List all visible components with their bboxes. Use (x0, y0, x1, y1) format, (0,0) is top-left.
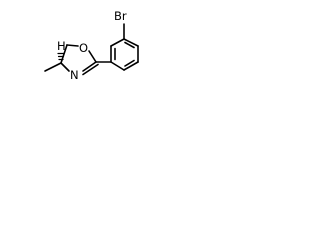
c4-n-bond (60, 62, 70, 72)
bromine-label: Br (114, 9, 127, 23)
benzene-inner-bond-2 (124, 59, 135, 67)
c2-o-bond (88, 50, 97, 63)
nitrogen-label: N (70, 68, 79, 82)
benzene-bond-6 (123, 38, 139, 47)
chemical-structure-diagram: Br O N H (44, 9, 139, 82)
hydrogen-label: H (57, 39, 66, 53)
benzene-bond-4 (123, 61, 139, 71)
o-c5-bond (66, 44, 79, 47)
n-c2-double-bond (82, 63, 99, 76)
c4-methyl-bond (44, 62, 62, 72)
benzene-inner-bond-3 (124, 41, 135, 49)
benzene-bond-3 (110, 61, 125, 71)
oxygen-label: O (79, 41, 88, 55)
benzene-bond-1 (110, 38, 125, 47)
stereo-hash-bond (57, 52, 65, 61)
n-c2-bond (82, 61, 97, 72)
